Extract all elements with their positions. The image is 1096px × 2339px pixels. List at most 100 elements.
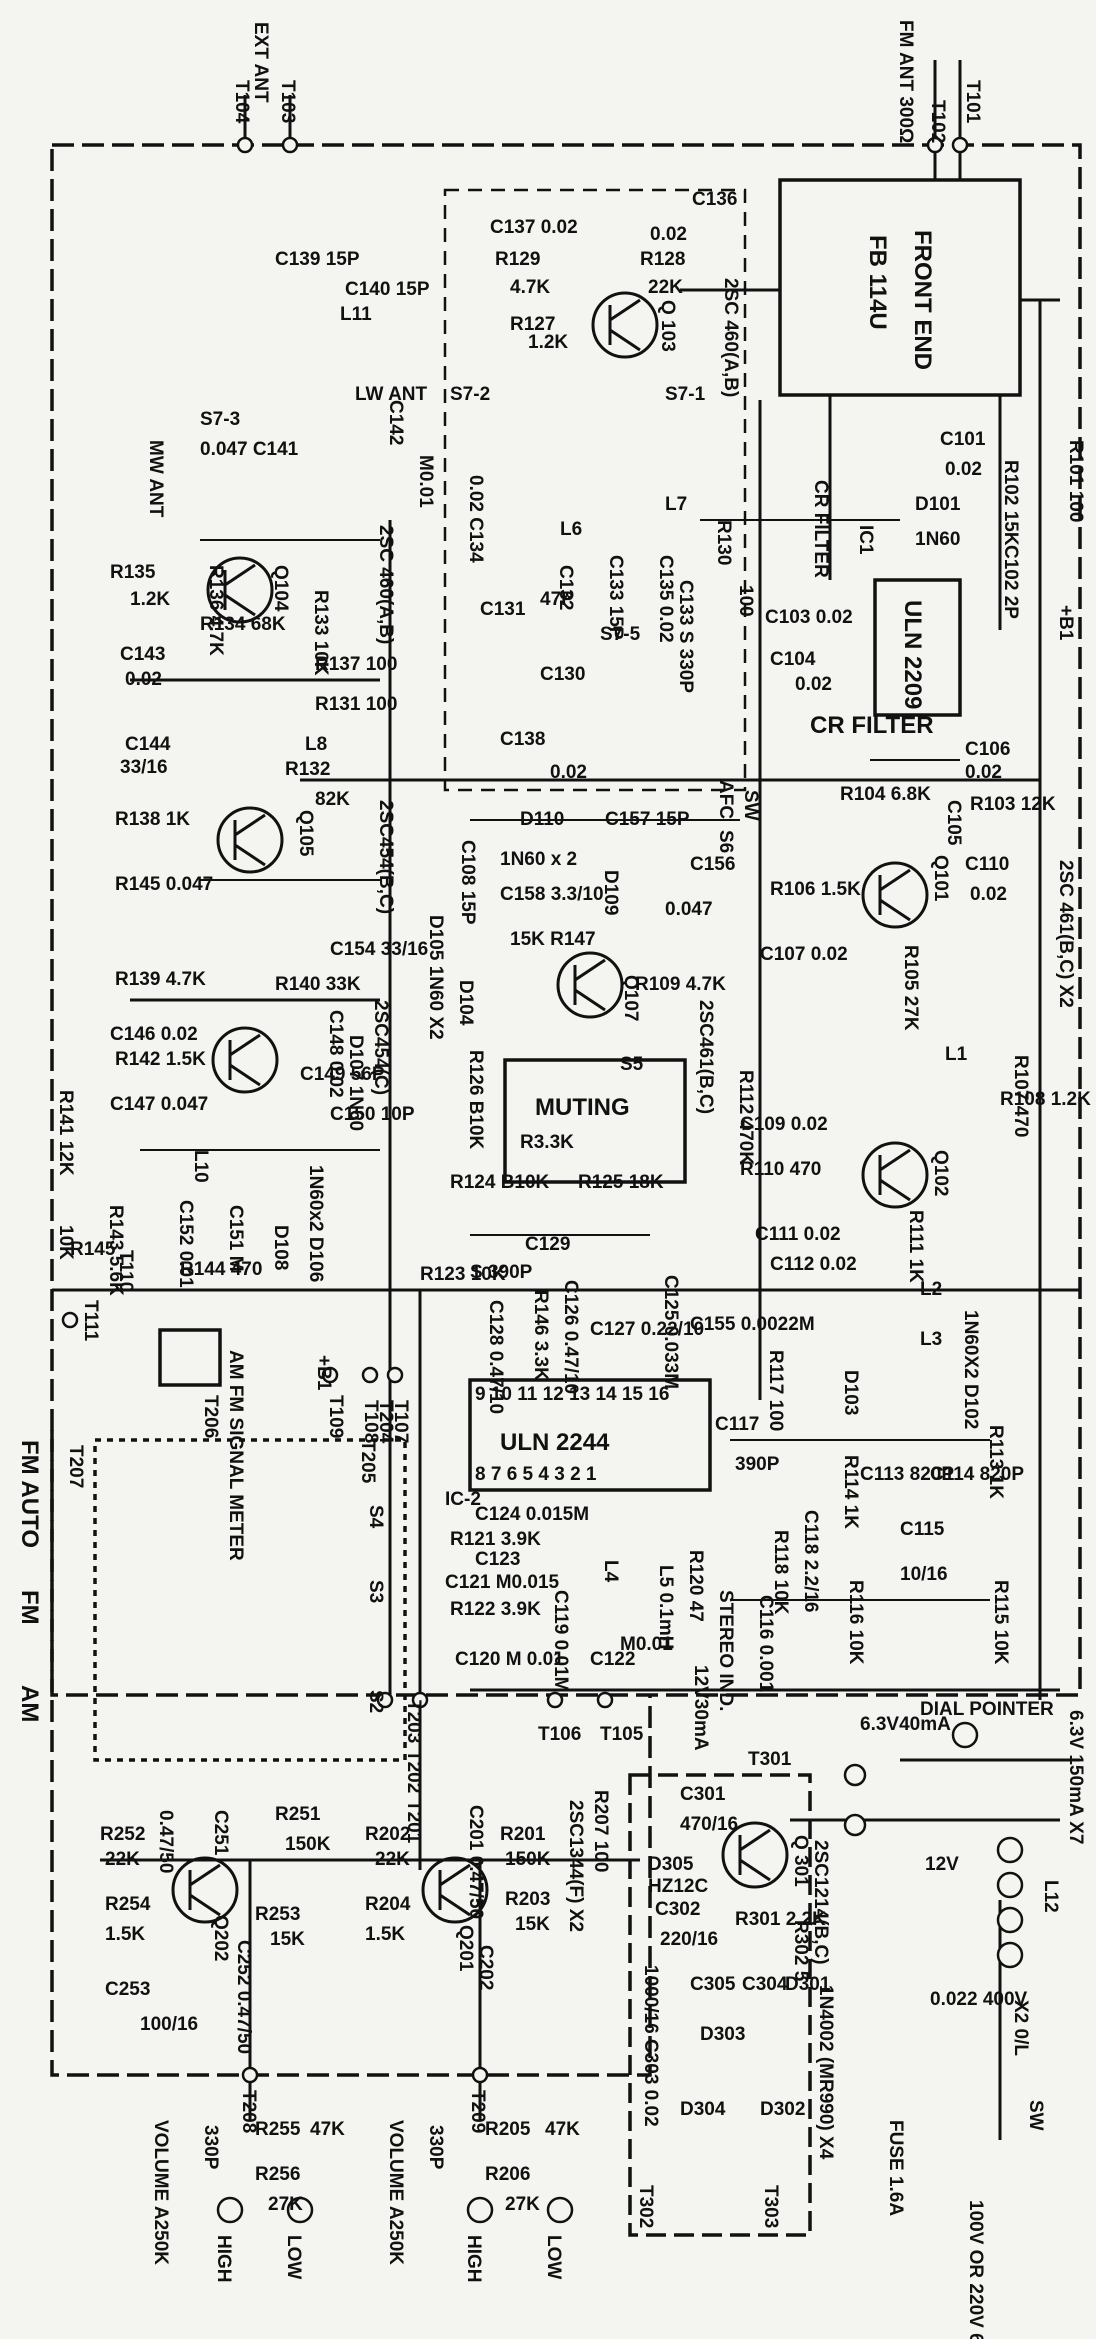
label-r204v: 1.5K — [365, 1924, 405, 1945]
label-c104: C104 — [770, 649, 816, 670]
label-c150: C150 10P — [330, 1104, 415, 1125]
label-r253v: 15K — [270, 1929, 305, 1950]
label-c120: C120 M 0.01 — [455, 1649, 564, 1670]
label-r128v: 22K — [648, 277, 683, 298]
label-r115: R115 10K — [990, 1580, 1011, 1665]
label-r127: R127 — [510, 314, 555, 335]
label-c128: C128 0.47/10 — [485, 1300, 506, 1414]
label-c124: C124 0.015M — [475, 1504, 589, 1525]
label-low2: LOW — [543, 2235, 564, 2279]
label-q202: Q202 — [210, 1915, 231, 1961]
label-fm: FM — [16, 1590, 43, 1625]
label-l12: L12 — [1040, 1880, 1061, 1913]
label-r147: 15K R147 — [510, 929, 596, 950]
transistor-q301 — [721, 1821, 789, 1889]
label-fb114u: FB 114U — [864, 235, 891, 330]
label-c136v: 0.02 — [650, 224, 687, 245]
label-r109: R109 4.7K — [635, 974, 726, 995]
label-q301-type: 2SC1214(B,C) — [810, 1840, 831, 1965]
label-c158: C158 3.3/10 — [500, 884, 604, 905]
label-t106: T106 — [538, 1724, 581, 1745]
label-c302: C302 — [655, 1899, 700, 1920]
label-high2: HIGH — [463, 2235, 484, 2283]
label-l2: L2 — [920, 1279, 942, 1300]
transistor-q106 — [211, 1026, 279, 1094]
label-q105: Q105 — [295, 810, 316, 857]
label-q301: Q 301 — [790, 1835, 811, 1887]
label-r252: R252 — [100, 1824, 145, 1845]
label-c302v: 220/16 — [660, 1929, 718, 1950]
label-r113: R113 1K — [985, 1425, 1006, 1499]
label-d305: D305 — [648, 1854, 694, 1875]
label-ic1: IC1 — [855, 525, 876, 555]
wiring — [52, 60, 1080, 2140]
label-d102: 1N60X2 D102 — [960, 1310, 981, 1429]
label-c110: C110 — [965, 854, 1009, 875]
label-r145b: R145 0.047 — [115, 874, 213, 895]
label-c303: 1000/16 C303 0.02 — [640, 1965, 661, 2127]
label-s7-2: S7-2 — [450, 384, 490, 405]
label-c121: C121 M0.015 — [445, 1572, 560, 1593]
label-c143: C143 — [120, 644, 165, 665]
label-d110: D110 — [520, 809, 564, 830]
label-r302: R302 5 — [790, 1920, 811, 1982]
label-v12-30: 12V30mA — [690, 1665, 711, 1751]
label-c154: C154 33/16 — [330, 939, 428, 960]
label-c117: C117 — [715, 1414, 759, 1435]
label-t302: T302 — [635, 2185, 656, 2228]
label-r3-3k: R3.3K — [520, 1132, 574, 1153]
label-c146: C146 0.02 — [110, 1024, 198, 1045]
label-fuse: FUSE 1.6A — [885, 2120, 906, 2216]
label-r203: R203 — [505, 1889, 550, 1910]
label-r206: R206 — [485, 2164, 530, 2185]
label-q101: Q101 — [930, 855, 951, 902]
label-c109: C109 0.02 — [740, 1114, 828, 1135]
label-t107: T107 — [390, 1400, 411, 1443]
signal-meter — [158, 1328, 222, 1387]
label-c104v: 0.02 — [795, 674, 832, 695]
label-r112: R112 470K — [735, 1070, 756, 1165]
label-hz12c: HZ12C — [648, 1876, 708, 1897]
label-x2: X2 0/L — [1010, 2000, 1031, 2056]
label-q104-type: 2SC 460(A,B) — [375, 525, 396, 644]
label-r142: R142 1.5K — [115, 1049, 206, 1070]
label-r252v: 22K — [105, 1849, 140, 1870]
label-v12: 12V — [925, 1854, 959, 1875]
label-c144: C144 — [125, 734, 171, 755]
label-r106: R106 1.5K — [770, 879, 861, 900]
label-stereo: STEREO IND. — [715, 1590, 736, 1711]
label-l6: L6 — [560, 519, 582, 540]
label-r203v: 15K — [515, 1914, 550, 1935]
label-c138: C138 — [500, 729, 545, 750]
label-q105-type: 2SC454(B,C) — [375, 800, 396, 914]
label-l11: L11 — [340, 304, 372, 325]
label-r205: R205 — [485, 2119, 531, 2140]
label-r251v: 150K — [285, 1834, 331, 1855]
label-cr-filter2: CR FILTER — [810, 712, 934, 739]
label-t102: T102 — [927, 100, 948, 143]
label-c101: C101 — [940, 429, 986, 450]
label-c115v: 10/16 — [900, 1564, 948, 1585]
label-afc: AFC — [715, 780, 736, 819]
label-c137: C137 0.02 — [490, 217, 578, 238]
label-c107: C107 0.02 — [760, 944, 848, 965]
label-c125: C125 0.033M — [660, 1275, 681, 1389]
label-q106-type: 2SC454(C) — [370, 1000, 391, 1095]
label-d106: 1N60x2 D106 — [305, 1165, 326, 1282]
label-c147: C147 0.047 — [110, 1094, 208, 1115]
label-r204: R204 — [365, 1894, 411, 1915]
label-r120: R120 47 — [685, 1550, 706, 1622]
label-d107: D107 1N60 — [345, 1035, 366, 1131]
label-r117: R117 100 — [765, 1350, 786, 1431]
label-c155: C155 0.0022M — [690, 1314, 815, 1335]
label-c119: C119 0.01M — [550, 1590, 571, 1692]
label-t204: T204 — [375, 1400, 396, 1444]
label-q201: Q201 — [455, 1925, 476, 1972]
label-r145: R145 — [70, 1239, 116, 1260]
label-c134: 0.02 C134 — [465, 475, 486, 563]
label-c133s: C133 S 330P — [675, 580, 696, 693]
label-t111: T111 — [80, 1300, 101, 1342]
label-t303: T303 — [760, 2185, 781, 2228]
transistor-q104 — [206, 556, 274, 624]
label-r141: R141 12K — [55, 1090, 76, 1176]
